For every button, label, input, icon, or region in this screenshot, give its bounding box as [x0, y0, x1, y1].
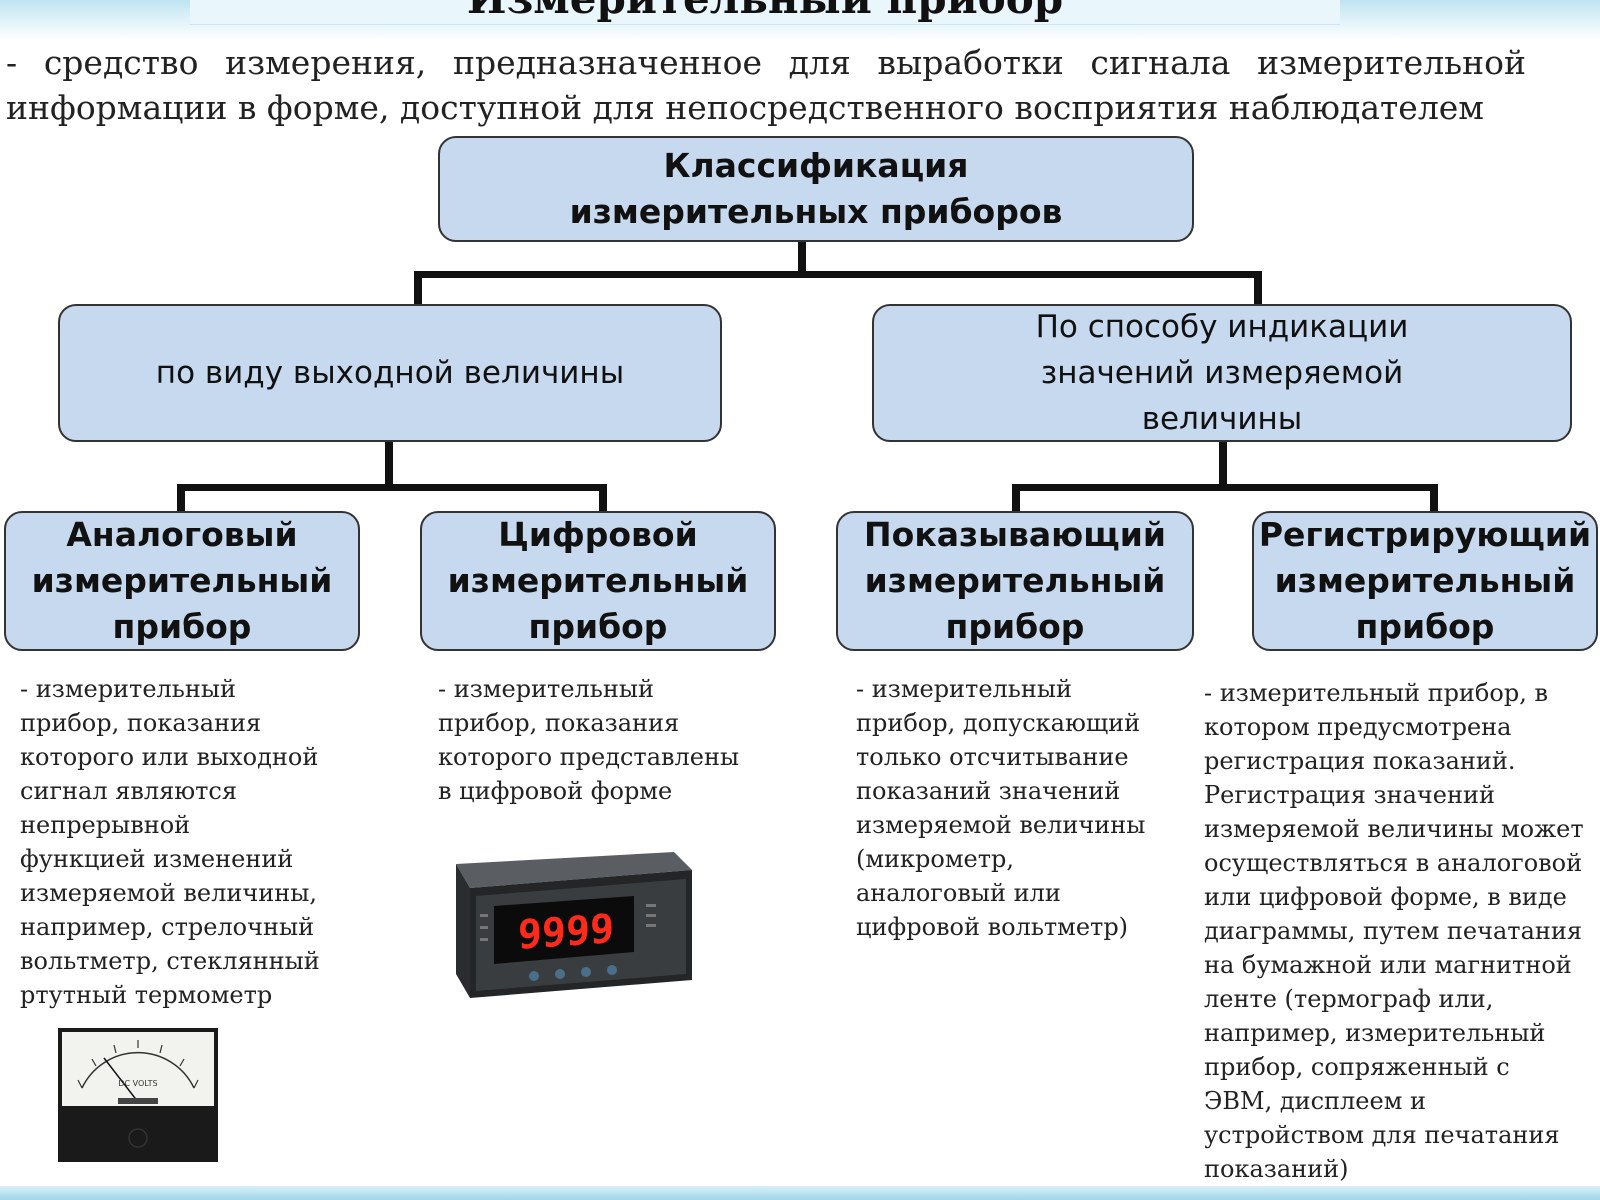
description-digital: - измерительный прибор, показания которо…: [438, 672, 778, 808]
leaf-node-recording: Регистрирующий измерительный прибор: [1252, 511, 1598, 651]
leaf-recording-line-3: прибор: [1355, 607, 1495, 646]
leaf-node-digital: Цифровой измерительный прибор: [420, 511, 776, 651]
description-line: которого представлены: [438, 743, 740, 771]
description-line: прибор, показания: [20, 709, 262, 737]
description-line: регистрация показаний.: [1204, 747, 1516, 775]
branch-2-line-2: значений измеряемой: [1040, 355, 1404, 391]
connector-branch-2-down: [1219, 442, 1227, 487]
description-indicating: - измерительный прибор, допускающий толь…: [856, 672, 1196, 944]
connector-branch-2-bar: [1012, 484, 1438, 491]
description-line: измеряемой величины может: [1204, 815, 1584, 843]
description-line: аналоговый или: [856, 879, 1061, 907]
description-line: или цифровой форме, в виде: [1204, 883, 1567, 911]
description-line: - измерительный прибор, в: [1204, 679, 1548, 707]
connector-to-leaf-digital: [599, 484, 607, 511]
description-line: прибор, показания: [438, 709, 680, 737]
leaf-node-analog: Аналоговый измерительный прибор: [4, 511, 360, 651]
footer-wave-decoration: [0, 1186, 1600, 1200]
leaf-indicating-line-2: измерительный: [864, 561, 1166, 600]
description-line: ртутный термометр: [20, 981, 273, 1009]
description-line: - измерительный: [20, 675, 236, 703]
description-line: вольтметр, стеклянный: [20, 947, 320, 975]
connector-root-bar: [414, 271, 1262, 278]
description-line: прибор, сопряженный с: [1204, 1053, 1510, 1081]
description-analog: - измерительный прибор, показания которо…: [20, 672, 360, 1012]
description-line: прибор, допускающий: [856, 709, 1141, 737]
connector-root-down: [798, 242, 806, 275]
branch-node-indication-method: По способу индикации значений измеряемой…: [872, 304, 1572, 442]
leaf-analog-line-2: измерительный: [31, 561, 333, 600]
connector-to-branch-2: [1254, 271, 1262, 304]
connector-branch-1-down: [385, 442, 393, 487]
description-line: ленте (термограф или,: [1204, 985, 1494, 1013]
connector-to-branch-1: [414, 271, 422, 304]
connector-branch-1-bar: [177, 484, 607, 491]
intro-definition: - средство измерения, предназначенное дл…: [6, 43, 1526, 127]
description-line: в цифровой форме: [438, 777, 673, 805]
leaf-recording-line-1: Регистрирующий: [1258, 515, 1592, 554]
leaf-digital-line-1: Цифровой: [498, 515, 698, 554]
description-line: функцией изменений: [20, 845, 294, 873]
page-title: Измерительный прибор: [190, 0, 1340, 20]
branch-2-line-1: По способу индикации: [1035, 309, 1409, 345]
description-line: котором предусмотрена: [1204, 713, 1512, 741]
description-line: измеряемой величины: [856, 811, 1146, 839]
leaf-analog-line-1: Аналоговый: [66, 515, 298, 554]
description-line: показаний значений: [856, 777, 1121, 805]
description-line: диаграммы, путем печатания: [1204, 917, 1583, 945]
leaf-indicating-line-1: Показывающий: [864, 515, 1166, 554]
connector-to-leaf-indicating: [1012, 484, 1020, 511]
digital-panel-meter-image: 9999: [456, 852, 692, 998]
description-line: ЭВМ, дисплеем и: [1204, 1087, 1426, 1115]
digital-display-value: 9999: [518, 906, 614, 959]
description-line: которого или выходной: [20, 743, 319, 771]
description-line: (микрометр,: [856, 845, 1014, 873]
root-node: Классификация измерительных приборов: [438, 136, 1194, 242]
root-line-2: измерительных приборов: [569, 192, 1063, 231]
leaf-indicating-line-3: прибор: [945, 607, 1085, 646]
leaf-digital-line-3: прибор: [528, 607, 668, 646]
branch-node-output-type: по виду выходной величины: [58, 304, 722, 442]
description-line: на бумажной или магнитной: [1204, 951, 1572, 979]
description-line: осуществляться в аналоговой: [1204, 849, 1583, 877]
title-bar: Измерительный прибор: [190, 0, 1340, 25]
description-line: например, измерительный: [1204, 1019, 1546, 1047]
description-line: устройством для печатания: [1204, 1121, 1560, 1149]
description-line: сигнал являются: [20, 777, 237, 805]
description-line: - измерительный: [856, 675, 1072, 703]
description-line: цифровой вольтметр): [856, 913, 1129, 941]
leaf-analog-line-3: прибор: [112, 607, 252, 646]
branch-1-label: по виду выходной величины: [155, 355, 625, 391]
description-recording: - измерительный прибор, в котором предус…: [1204, 676, 1598, 1186]
leaf-digital-line-2: измерительный: [447, 561, 749, 600]
description-line: Регистрация значений: [1204, 781, 1495, 809]
connector-to-leaf-recording: [1430, 484, 1438, 511]
meter-scale-label: DC VOLTS: [118, 1079, 157, 1088]
description-line: только отсчитывание: [856, 743, 1129, 771]
leaf-node-indicating: Показывающий измерительный прибор: [836, 511, 1194, 651]
leaf-recording-line-2: измерительный: [1274, 561, 1576, 600]
analog-voltmeter-image: DC VOLTS: [58, 1028, 218, 1162]
root-line-1: Классификация: [663, 146, 969, 185]
description-line: например, стрелочный: [20, 913, 315, 941]
connector-to-leaf-analog: [177, 484, 185, 511]
description-line: - измерительный: [438, 675, 654, 703]
description-line: измеряемой величины,: [20, 879, 317, 907]
description-line: показаний): [1204, 1155, 1349, 1183]
branch-2-line-3: величины: [1141, 401, 1303, 437]
description-line: непрерывной: [20, 811, 191, 839]
